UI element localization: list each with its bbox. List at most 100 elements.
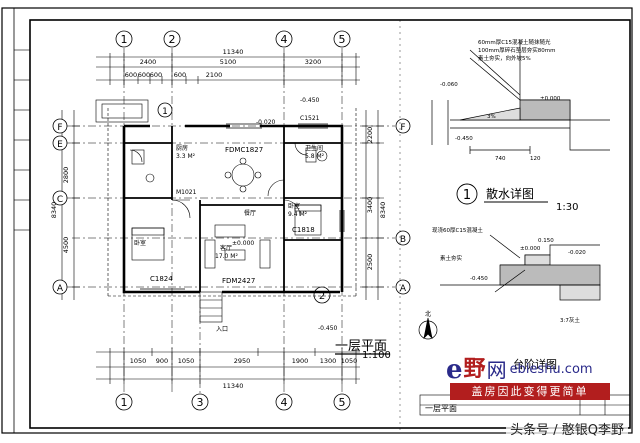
svg-text:3400: 3400: [366, 197, 374, 214]
svg-text:餐厅: 餐厅: [244, 209, 256, 217]
svg-text:5100: 5100: [220, 58, 237, 66]
svg-text:600: 600: [125, 71, 137, 79]
svg-text:厨房: 厨房: [176, 144, 188, 152]
svg-text:1050: 1050: [178, 357, 195, 365]
detail2-drawing: [440, 234, 601, 301]
side-dimension-text: 2800 4500 8340 2200 3400 2500 8340: [50, 127, 387, 271]
binding-strip-marks: [14, 49, 30, 231]
svg-text:2500: 2500: [366, 254, 374, 271]
svg-text:2: 2: [169, 33, 176, 46]
svg-text:素土夯实: 素土夯实: [440, 254, 463, 262]
watermark-logo-e: e: [446, 355, 463, 385]
svg-text:入口: 入口: [216, 326, 228, 333]
svg-text:11340: 11340: [223, 48, 244, 56]
svg-text:8340: 8340: [379, 202, 387, 219]
svg-text:9.4 M²: 9.4 M²: [288, 211, 308, 218]
outer-frame: [1, 7, 633, 434]
svg-text:C1818: C1818: [292, 226, 315, 234]
svg-text:C: C: [57, 195, 63, 205]
svg-text:M1021: M1021: [176, 189, 197, 196]
svg-text:1900: 1900: [292, 357, 309, 365]
svg-text:A: A: [400, 284, 407, 294]
detail1-title: 散水详图: [486, 186, 534, 201]
svg-text:120: 120: [530, 156, 541, 162]
svg-text:3.3 M²: 3.3 M²: [176, 153, 196, 160]
detail1-drawing: [431, 40, 610, 154]
north-arrow-icon: [418, 317, 438, 340]
svg-text:1: 1: [121, 396, 128, 409]
svg-text:-0.020: -0.020: [568, 250, 586, 256]
svg-text:2950: 2950: [234, 357, 251, 365]
svg-text:-0.060: -0.060: [440, 82, 458, 88]
bottom-dimension-lines: [96, 348, 360, 384]
svg-text:900: 900: [156, 357, 168, 365]
svg-text:卧室: 卧室: [134, 239, 146, 247]
svg-text:客厅: 客厅: [220, 244, 232, 252]
svg-text:B: B: [400, 235, 406, 245]
svg-text:2400: 2400: [140, 58, 157, 66]
svg-text:卧室: 卧室: [288, 202, 300, 210]
elevation-marks: -0.450 ±0.000 -0.020 -0.450: [232, 97, 338, 332]
grid-bubbles: [52, 30, 411, 411]
room-labels: FDMC1827 C1818 C1824 FDM2427 M1021 C1521…: [134, 115, 325, 333]
svg-text:A: A: [57, 284, 64, 294]
svg-text:600: 600: [138, 71, 150, 79]
grid-labels: 1 2 4 5 1 3 4 5 F E C A F B A: [57, 33, 407, 409]
watermark-domain: ebieshu.com: [509, 362, 593, 377]
svg-text:±0.000: ±0.000: [540, 96, 561, 102]
watermark-slogan: 盖房因此变得更简单: [450, 383, 610, 400]
title-block-label: 一层平面: [425, 404, 457, 413]
detail2-title: 台阶详图: [513, 357, 557, 371]
svg-text:现浇60厚C15混凝土: 现浇60厚C15混凝土: [432, 226, 483, 234]
windows: [140, 123, 345, 293]
svg-text:-0.450: -0.450: [318, 325, 338, 332]
interior-walls: [124, 126, 342, 292]
svg-text:600: 600: [150, 71, 162, 79]
svg-text:1050: 1050: [341, 357, 358, 365]
svg-text:FDMC1827: FDMC1827: [225, 146, 263, 154]
detail1-scale: 1:30: [556, 202, 578, 213]
svg-text:C1824: C1824: [150, 275, 173, 283]
svg-text:17.0 M²: 17.0 M²: [215, 253, 238, 260]
svg-text:2800: 2800: [62, 167, 70, 184]
svg-text:FDM2427: FDM2427: [222, 277, 255, 285]
svg-text:600: 600: [174, 71, 186, 79]
svg-text:60mm厚C15混凝土随抹随光: 60mm厚C15混凝土随抹随光: [478, 38, 551, 46]
entry-steps: [107, 108, 357, 323]
svg-text:F: F: [400, 123, 405, 133]
top-dimension-lines: [96, 53, 360, 85]
detail2-notes: 现浇60厚C15混凝土 素土夯实 3:7灰土 0.150 ±0.000 -0.0…: [432, 226, 586, 324]
svg-text:1: 1: [121, 33, 128, 46]
svg-text:3200: 3200: [305, 58, 322, 66]
svg-text:E: E: [57, 140, 63, 150]
dimension-text: 11340 2400 5100 3200 600 600 600 600 210…: [125, 48, 357, 390]
svg-text:北: 北: [425, 310, 431, 318]
svg-text:8340: 8340: [50, 202, 58, 219]
svg-text:C1521: C1521: [300, 115, 320, 122]
svg-text:2100: 2100: [206, 71, 223, 79]
svg-text:1300: 1300: [320, 357, 337, 365]
svg-text:4500: 4500: [62, 237, 70, 254]
detail1-notes: 60mm厚C15混凝土随抹随光 100mm厚碎石垫层夯实80mm 素土夯实，向外…: [440, 38, 561, 162]
watermark-logo-ye: 野: [463, 357, 486, 382]
watermark-logo: e 野 网 ebieshu.com: [446, 355, 593, 385]
svg-text:5.8 M²: 5.8 M²: [305, 153, 325, 160]
door-swings: [129, 142, 308, 219]
svg-text:卫生间: 卫生间: [305, 144, 323, 152]
inner-frame: [29, 19, 631, 429]
svg-text:-0.450: -0.450: [300, 97, 320, 104]
svg-text:4: 4: [281, 396, 288, 409]
floor-scale: 1:100: [362, 350, 391, 361]
svg-text:5: 5: [339, 33, 346, 46]
svg-text:-0.450: -0.450: [455, 136, 473, 142]
svg-text:3%: 3%: [487, 114, 496, 120]
svg-text:1: 1: [463, 188, 471, 203]
svg-text:-0.020: -0.020: [256, 119, 276, 126]
svg-text:11340: 11340: [223, 382, 244, 390]
detail1-marker: [456, 183, 478, 205]
svg-text:0.150: 0.150: [538, 238, 554, 244]
svg-text:±0.000: ±0.000: [232, 240, 254, 247]
svg-text:1: 1: [162, 107, 168, 117]
svg-text:3: 3: [197, 396, 204, 409]
